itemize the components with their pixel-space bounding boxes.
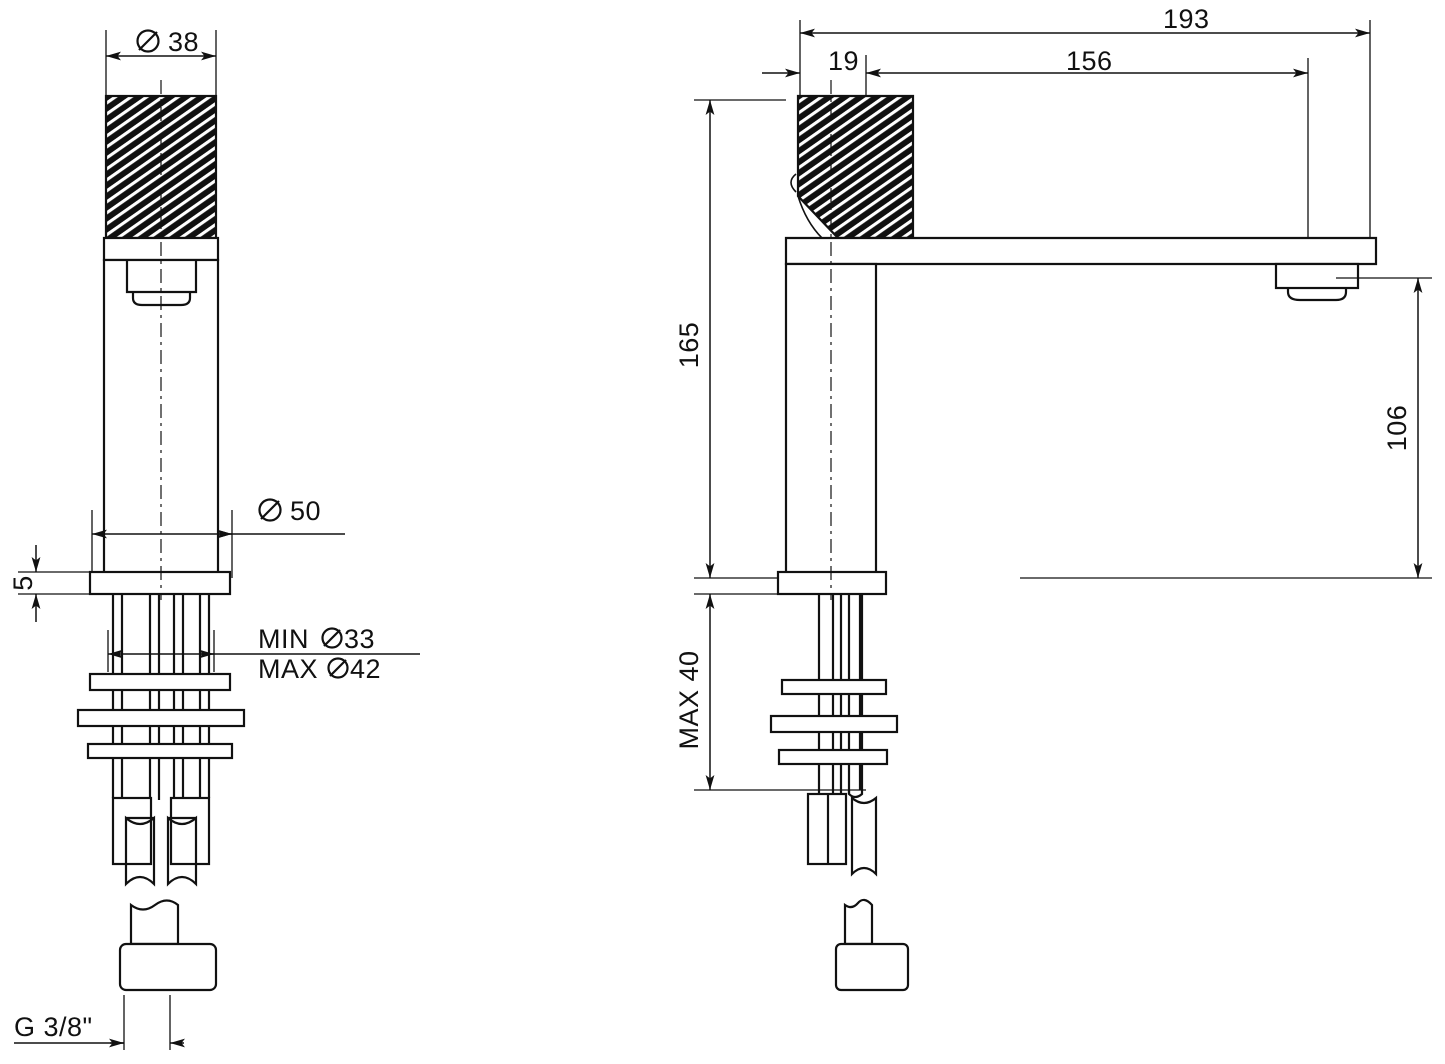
- dim-value-106: 106: [1382, 405, 1412, 452]
- label-hole-max: MAX 42: [258, 654, 381, 684]
- dim-max-thickness: [694, 593, 866, 791]
- dim-total-reach: [799, 20, 1371, 240]
- washer-stack-side: [769, 678, 899, 766]
- dim-base-thickness: [18, 545, 90, 622]
- spout-arm-side: [784, 236, 1378, 266]
- diameter-symbol-icon: [321, 627, 343, 649]
- label-handle-diameter: 38: [136, 27, 199, 57]
- thread-fitting-side: [834, 898, 910, 992]
- dim-base-diameter: [91, 510, 345, 578]
- hose-connectors-front: [111, 796, 211, 887]
- washer-stack-front: [76, 672, 246, 760]
- dim-value-5: 5: [8, 575, 38, 591]
- front-view: [14, 30, 420, 1050]
- hose-connectors-side: [806, 792, 878, 877]
- dim-mounting-hole: [107, 630, 420, 672]
- base-flange-front: [88, 570, 232, 596]
- dim-value-thread: G 3/8": [14, 1012, 93, 1042]
- dim-value-193: 193: [1163, 4, 1210, 34]
- dim-value-19: 19: [828, 46, 859, 76]
- diameter-symbol-icon: [327, 657, 349, 679]
- body-column-side: [784, 262, 878, 580]
- label-base-diameter: 50: [258, 496, 321, 526]
- dim-value-max40: MAX 40: [674, 650, 704, 749]
- base-flange-side: [776, 570, 888, 596]
- dim-value-38: 38: [168, 27, 199, 57]
- side-view: [694, 20, 1432, 992]
- dim-total-height: [694, 99, 790, 579]
- dim-value-165: 165: [674, 322, 704, 369]
- spout-outlet-side: [1274, 262, 1360, 302]
- dim-handle-diameter: [105, 30, 217, 96]
- thread-fitting-front: [118, 899, 218, 992]
- diameter-symbol-icon: [136, 29, 160, 53]
- dim-value-33: 33: [344, 624, 375, 654]
- dim-thread-size: [14, 995, 185, 1050]
- diameter-symbol-icon: [258, 498, 282, 522]
- dim-value-156: 156: [1066, 46, 1113, 76]
- dim-value-50: 50: [290, 496, 321, 526]
- handle-knurled-side: [790, 94, 915, 240]
- dim-value-min33: MIN: [258, 624, 309, 654]
- dim-value-42: 42: [350, 654, 381, 684]
- label-hole-min: MIN 33: [258, 624, 375, 654]
- dim-spout-height: [1020, 277, 1432, 579]
- mounting-shank-side: [817, 594, 864, 800]
- dim-spout-reach: [866, 58, 1309, 258]
- dim-value-max42: MAX: [258, 654, 318, 684]
- mounting-shank-front: [111, 594, 211, 800]
